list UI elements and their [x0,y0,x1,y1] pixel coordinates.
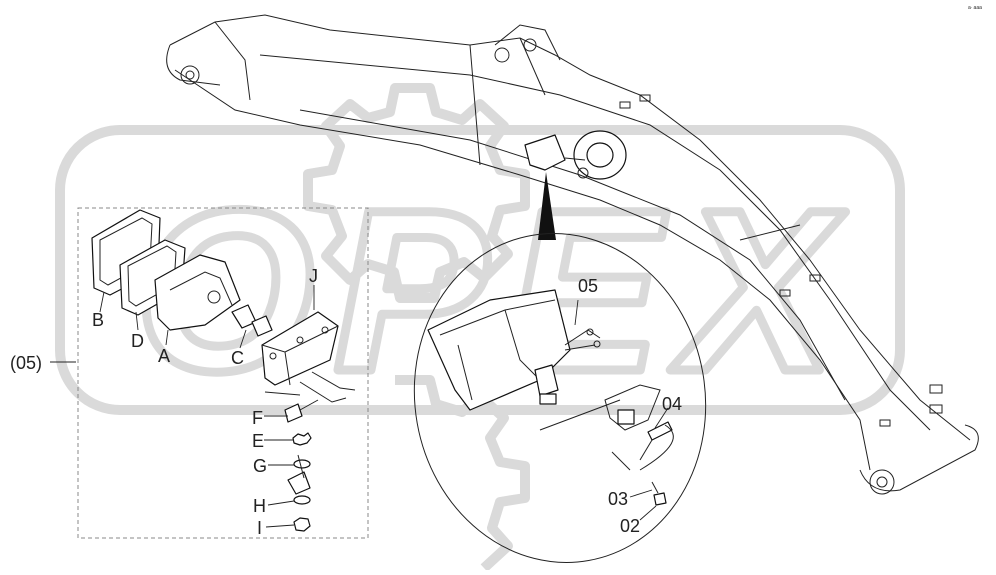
callout-g: G [253,456,267,476]
callout-05: 05 [578,276,598,296]
detail-pointer [538,172,556,240]
callout-03: 03 [608,489,628,509]
callout-labels: B D A C J F E G H I (05) 05 04 03 02 a∙ … [10,5,982,538]
leader-lines [50,285,669,528]
callout-c: C [231,348,244,368]
callout-i: I [257,518,262,538]
detail-view [413,233,707,563]
callout-e: E [252,431,264,451]
callout-h: H [253,496,266,516]
exploded-frame [77,207,369,539]
boom-assembly [166,14,979,495]
exploded-parts [91,209,356,532]
boom-lamp [524,130,627,180]
callout-05-group: (05) [10,353,42,373]
callout-b: B [92,310,104,330]
callout-a: A [158,346,170,366]
corner-mark: a∙ aaa [968,5,982,11]
callout-j: J [309,266,318,286]
callout-04: 04 [662,394,682,414]
callout-f: F [252,408,263,428]
callout-d: D [131,331,144,351]
callout-02: 02 [620,516,640,536]
